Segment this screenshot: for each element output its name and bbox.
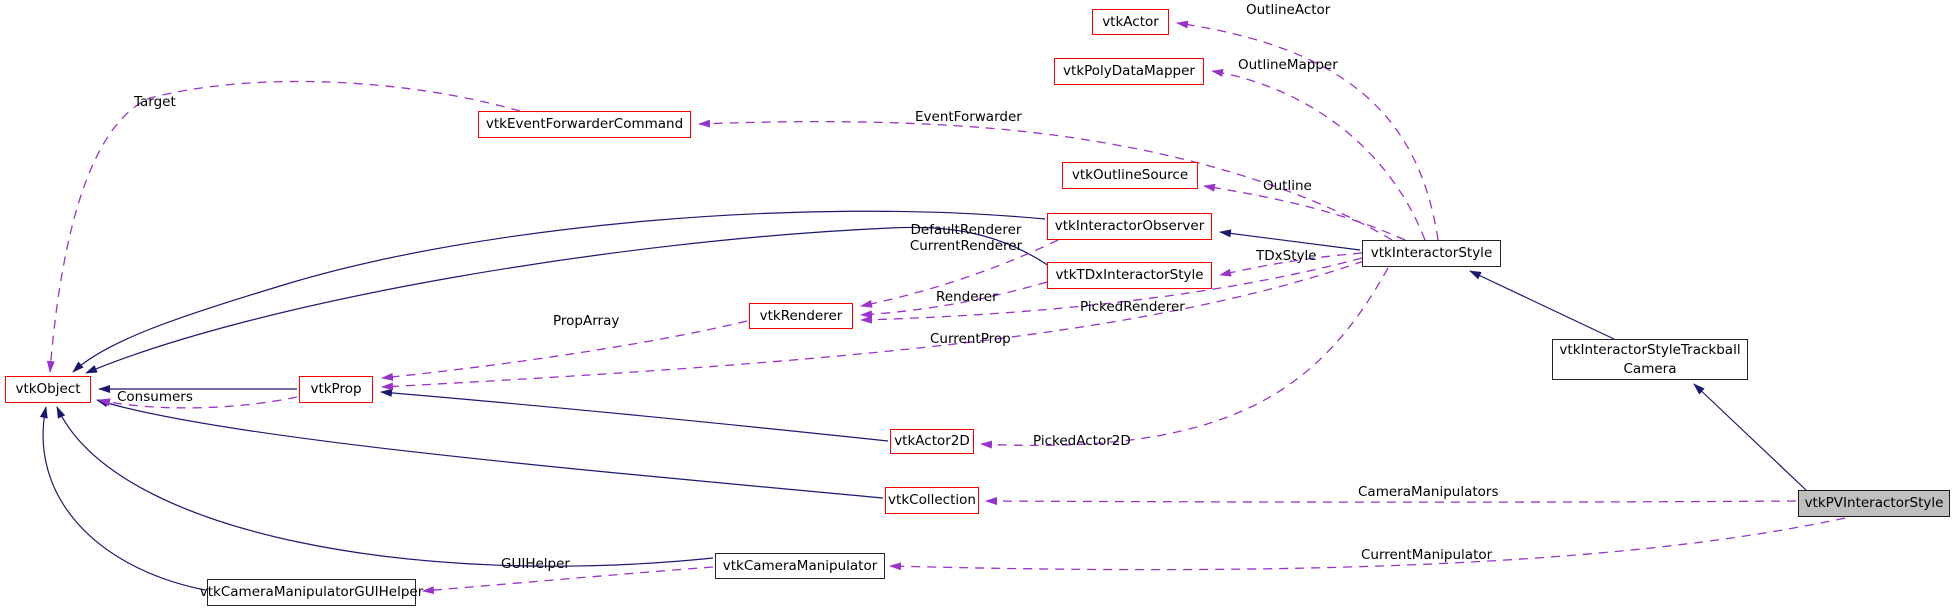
edge-inherit-tdxinteractorstyle-to-object (85, 226, 1050, 374)
edge-inherit-guihelper-to-object (39, 406, 206, 591)
edge-usage-pickedrenderer (860, 257, 1363, 324)
edge-usage-consumers (98, 396, 298, 409)
edge-usage-proparray (381, 320, 748, 381)
edge-label-currentprop: CurrentProp (930, 331, 1011, 347)
edge-label-eventforwarder: EventForwarder (915, 109, 1022, 125)
node-vtkcollection[interactable]: vtkCollection (885, 487, 979, 514)
edge-usage-outlineactor (1176, 20, 1439, 241)
edge-usage-eventforwarder (698, 119, 1393, 241)
edge-usage-tdxstyle (1219, 252, 1363, 277)
edge-usage-outline (1203, 183, 1406, 241)
edge-label-cameramanipulators: CameraManipulators (1358, 484, 1499, 500)
edge-inherit-cameramanipulator-to-object (56, 406, 714, 567)
edge-label-proparray: PropArray (553, 313, 620, 329)
edge-label-guihelper: GUIHelper (501, 556, 570, 572)
edge-inherit-interactorstyle-to-interactorobserver (1219, 229, 1361, 251)
edge-usage-renderer (860, 281, 1048, 319)
edge-usage-guihelper (422, 566, 714, 595)
node-vtkobject[interactable]: vtkObject (5, 376, 91, 403)
edge-label-target: Target (134, 94, 176, 110)
node-vtkprop[interactable]: vtkProp (299, 376, 373, 403)
node-vtktdxinteractorstyle[interactable]: vtkTDxInteractorStyle (1047, 262, 1212, 289)
edge-inherit-interactorobserver-to-object (72, 210, 1046, 373)
node-vtkoutlinesource[interactable]: vtkOutlineSource (1062, 162, 1198, 189)
edge-label-tdxstyle: TDxStyle (1256, 248, 1317, 264)
node-vtkinteractorstyletrackballcamera: vtkInteractorStyleTrackball Camera (1552, 339, 1748, 380)
node-vtkeventforwardercommand[interactable]: vtkEventForwarderCommand (478, 111, 691, 138)
node-vtkpvinteractorstyle: vtkPVInteractorStyle (1798, 490, 1950, 517)
edge-label-currentmanipulator: CurrentManipulator (1361, 547, 1493, 563)
edge-usage-defaultcurrentrenderer (860, 239, 1059, 308)
node-vtkactor2d[interactable]: vtkActor2D (890, 429, 974, 454)
node-vtkcameramanipulator: vtkCameraManipulator (715, 553, 885, 579)
edge-label-outlinemapper: OutlineMapper (1238, 57, 1338, 73)
edge-label-pickedactor2d: PickedActor2D (1033, 433, 1131, 449)
edge-inherit-trackballcamera-to-interactorstyle (1469, 270, 1615, 340)
edge-label-outlineactor: OutlineActor (1246, 2, 1331, 18)
edge-inherit-collection-to-object (96, 399, 884, 499)
edge-label-renderer: Renderer (936, 289, 998, 305)
edge-usage-cameramanipulators (985, 497, 1797, 506)
node-vtkpolydatamapper[interactable]: vtkPolyDataMapper (1054, 58, 1204, 85)
node-vtkcameramanipulatorguihelper: vtkCameraManipulatorGUIHelper (200, 579, 423, 606)
edge-inherit-actor2d-to-prop (380, 388, 889, 442)
node-vtkactor[interactable]: vtkActor (1092, 9, 1169, 35)
edge-usage-currentprop (381, 260, 1365, 391)
node-vtkinteractorobserver[interactable]: vtkInteractorObserver (1047, 213, 1212, 240)
edge-label-pickedrenderer: PickedRenderer (1080, 299, 1185, 315)
edge-label-defaultrenderer-currentrenderer: DefaultRenderer CurrentRenderer (909, 222, 1023, 254)
edge-label-consumers: Consumers (117, 389, 193, 405)
edge-label-outline: Outline (1263, 178, 1312, 194)
edge-usage-outlinemapper (1211, 68, 1426, 241)
edge-usage-target (46, 80, 521, 373)
edge-usage-pickedactor2d (980, 267, 1389, 449)
node-vtkrenderer[interactable]: vtkRenderer (749, 303, 853, 329)
node-vtkinteractorstyle: vtkInteractorStyle (1362, 240, 1501, 267)
edge-inherit-pvinteractorstyle-to-trackballcamera (1693, 383, 1807, 491)
